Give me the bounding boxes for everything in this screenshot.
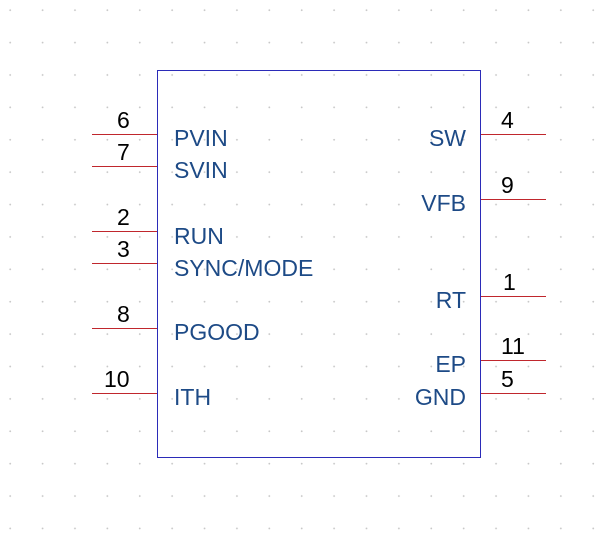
pin-number-gnd: 5 [501,366,514,392]
pin-line-gnd[interactable] [481,393,546,394]
pin-line-sync-mode[interactable] [92,263,157,264]
pin-number-vfb: 9 [501,172,514,198]
component-body[interactable] [157,70,481,458]
pin-name-sync-mode: SYNC/MODE [174,255,314,281]
pin-number-ep: 11 [501,333,525,359]
pin-number-sw: 4 [501,107,514,133]
pin-number-run: 2 [117,204,130,230]
pin-line-pgood[interactable] [92,328,157,329]
pin-name-sw: SW [428,125,466,151]
pin-number-svin: 7 [117,139,130,165]
pin-line-pvin[interactable] [92,134,157,135]
pin-name-pgood: PGOOD [174,319,260,345]
pin-number-pgood: 8 [117,301,130,327]
pin-line-ith[interactable] [92,393,157,394]
pin-number-ith: 10 [104,366,130,392]
pin-number-pvin: 6 [117,107,130,133]
pin-name-pvin: PVIN [174,125,228,151]
pin-line-rt[interactable] [481,296,546,297]
pin-line-sw[interactable] [481,134,546,135]
pin-line-vfb[interactable] [481,199,546,200]
pin-name-run: RUN [174,223,224,249]
pin-name-rt: RT [435,287,466,313]
pin-name-ith: ITH [174,384,212,410]
pin-line-run[interactable] [92,231,157,232]
pin-name-gnd: GND [414,384,466,410]
pin-line-svin[interactable] [92,166,157,167]
pin-number-rt: 1 [503,269,516,295]
pin-line-ep[interactable] [481,360,546,361]
pin-name-ep: EP [435,351,466,377]
pin-name-vfb: VFB [421,190,466,216]
pin-number-sync-mode: 3 [117,236,130,262]
pin-name-svin: SVIN [174,157,228,183]
